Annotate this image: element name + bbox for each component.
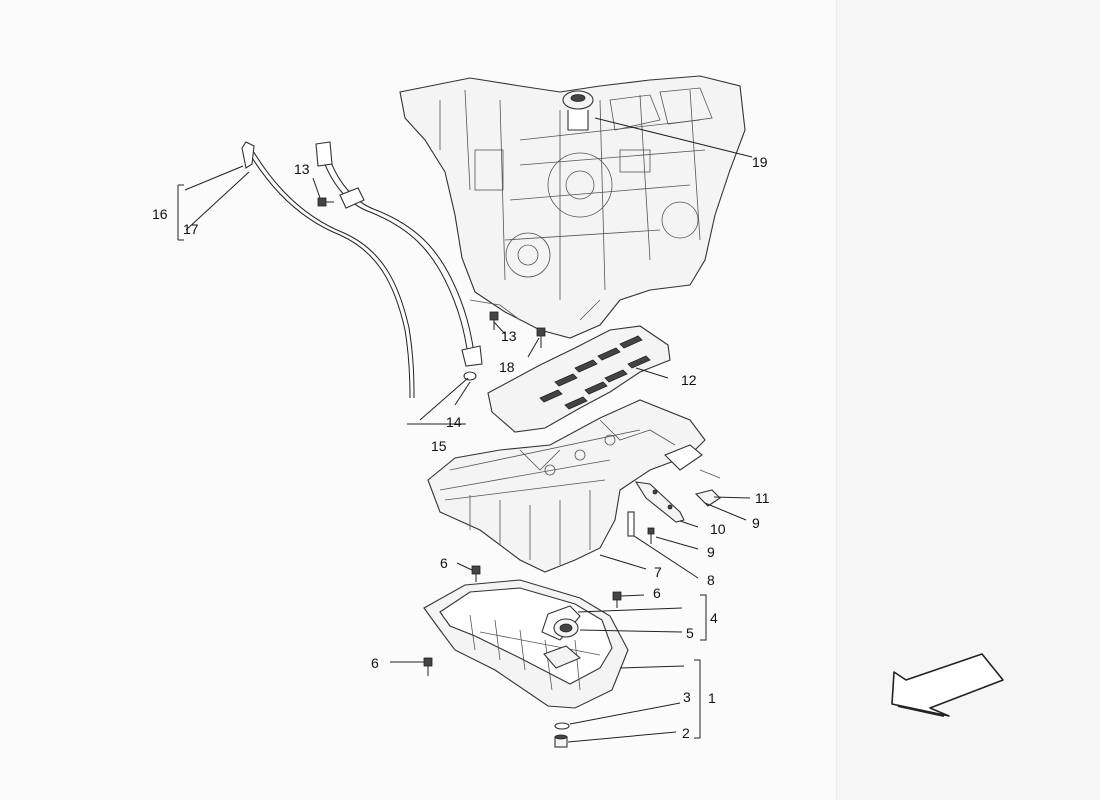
callout-12: 12 xyxy=(681,372,697,388)
stud-18 xyxy=(536,327,546,348)
callout-9-lower: 9 xyxy=(707,544,715,560)
callout-18: 18 xyxy=(499,359,515,375)
washer-3 xyxy=(554,722,570,730)
callout-19: 19 xyxy=(752,154,768,170)
clip-11 xyxy=(694,489,721,507)
callout-17: 17 xyxy=(183,221,199,237)
callout-1: 1 xyxy=(708,690,716,706)
callout-5: 5 xyxy=(686,625,694,641)
leader-lines xyxy=(177,117,753,743)
bolt-6-right xyxy=(612,591,622,608)
callout-13-upper: 13 xyxy=(294,161,310,177)
callout-11: 11 xyxy=(755,490,770,506)
callout-6-right: 6 xyxy=(653,585,661,601)
callout-9-upper: 9 xyxy=(752,515,760,531)
bolt-13-upper xyxy=(317,197,334,207)
callout-3: 3 xyxy=(683,689,691,705)
dowel-pin-8 xyxy=(627,511,635,537)
bolt-13-lower xyxy=(489,311,499,330)
callout-14: 14 xyxy=(446,414,462,430)
upper-oil-sump xyxy=(427,399,721,573)
bolt-9 xyxy=(647,527,655,544)
callout-2: 2 xyxy=(682,725,690,741)
dipstick-tube xyxy=(315,141,483,381)
callout-13-lower: 13 xyxy=(501,328,517,344)
callout-4: 4 xyxy=(710,610,718,626)
callout-6-lower: 6 xyxy=(371,655,379,671)
drain-plug-2 xyxy=(554,734,568,748)
direction-arrow-icon xyxy=(891,653,1004,717)
oil-strainer xyxy=(541,605,581,641)
bracket-10 xyxy=(634,481,685,523)
bolt-6-lower xyxy=(423,657,433,676)
dipstick xyxy=(241,141,415,399)
engine-block xyxy=(399,75,746,339)
callout-labels: 19 16 17 13 13 18 12 14 15 11 10 9 9 7 8… xyxy=(152,154,770,741)
callout-7: 7 xyxy=(654,564,662,580)
callout-10: 10 xyxy=(710,521,726,537)
bolt-6-center xyxy=(471,565,481,582)
callout-8: 8 xyxy=(707,572,715,588)
callout-16: 16 xyxy=(152,206,168,222)
callout-15: 15 xyxy=(431,438,447,454)
callout-6-center: 6 xyxy=(440,555,448,571)
oil-pan-plate xyxy=(543,645,582,669)
baffle-plate xyxy=(487,325,671,433)
oil-filler-cap xyxy=(562,90,594,131)
lower-oil-pan xyxy=(423,579,629,709)
